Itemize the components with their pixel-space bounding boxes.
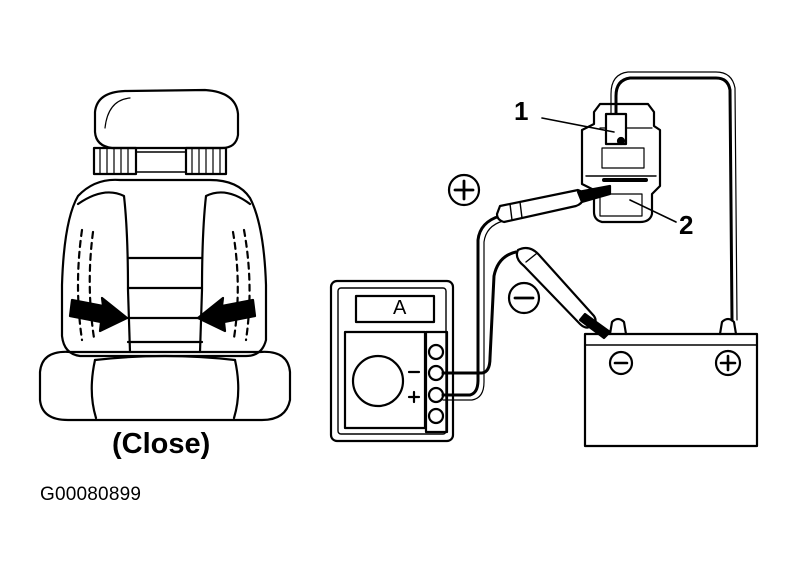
battery-icon	[583, 317, 759, 448]
plus-symbol	[447, 173, 481, 207]
multimeter-icon	[329, 279, 455, 443]
callout-1: 1	[514, 96, 529, 126]
arrow-right-icon	[68, 296, 129, 333]
minus-symbol	[507, 281, 541, 315]
probe-negative-icon	[515, 246, 612, 340]
arrow-left-icon	[196, 296, 257, 333]
callout-2: 2	[679, 210, 694, 240]
meter-display-label: A	[393, 297, 407, 319]
figure-code: G00080899	[40, 484, 142, 505]
probe-negative-wire	[441, 250, 518, 375]
figure-caption: (Close)	[112, 428, 211, 460]
probe-positive-wire	[441, 214, 502, 397]
connector-icon	[580, 102, 662, 224]
battery-positive-wire	[614, 76, 734, 322]
seat-icon	[38, 88, 292, 422]
